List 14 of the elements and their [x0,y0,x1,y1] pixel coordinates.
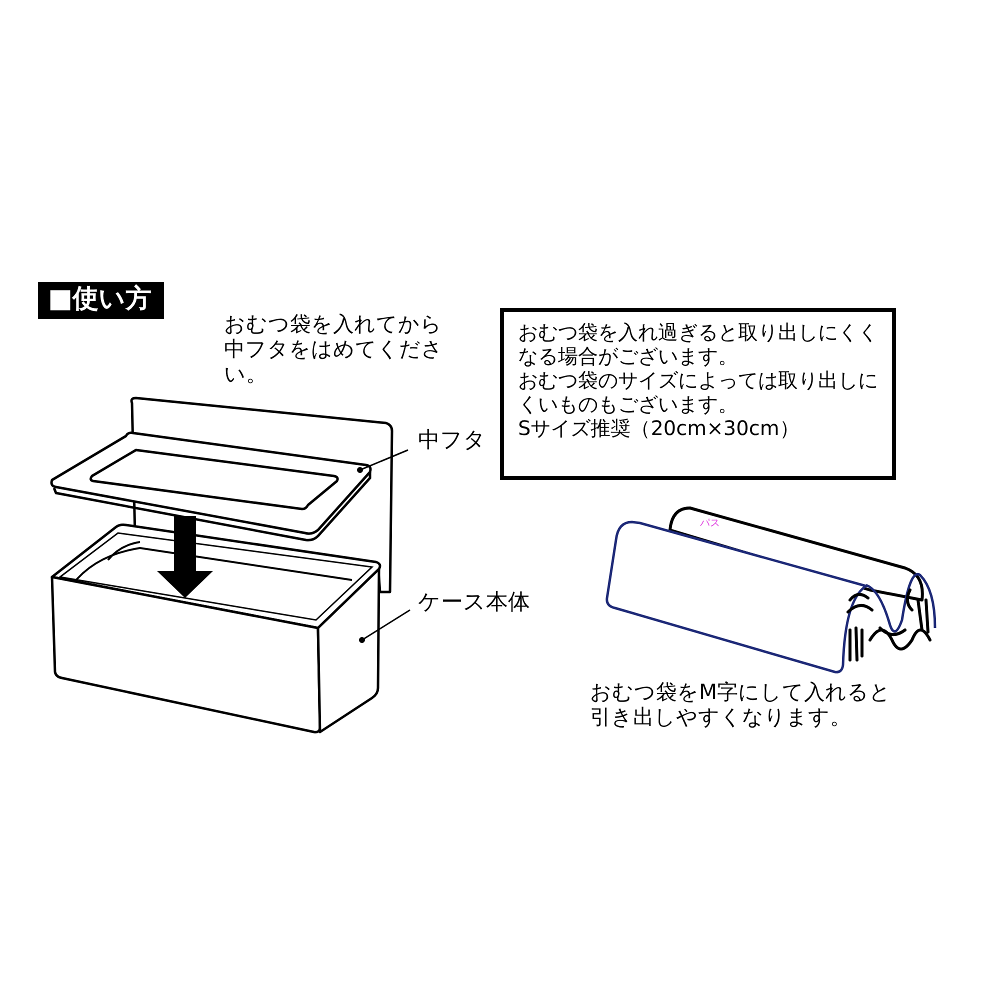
note-text: おむつ袋を入れ過ぎると取り出しにくくなる場合がございます。 [518,320,878,368]
note-text: おむつ袋のサイズによっては取り出しにくいものもございます。 [518,368,878,416]
instruction-text: おむつ袋を入れてから中フタをはめてください。 [224,312,444,388]
note-box [500,308,896,480]
instruction-text: おむつ袋をM字にして入れると引き出しやすくなります。 [590,680,892,730]
leader-line [359,609,410,643]
part-label: ケース本体 [418,590,530,616]
part-label: 中フタ [418,428,486,454]
note-text: Sサイズ推奨（20cm×30cm） [518,416,800,440]
path-text: パス [700,518,720,530]
inner-lid-drawing [50,432,372,542]
block-arrow [157,516,213,598]
leader-line [357,449,408,473]
section-heading: ■使い方 [38,282,164,320]
